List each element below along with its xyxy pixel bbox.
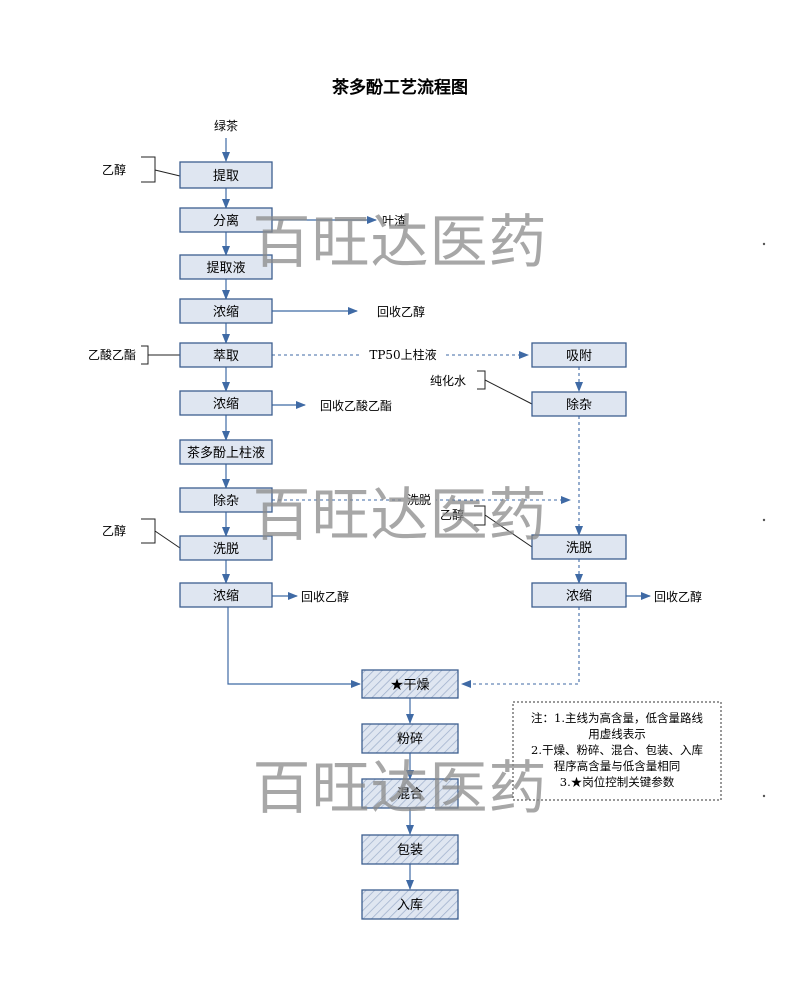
box-remove-impurity [179,487,273,513]
box-dry [361,669,459,699]
output-recover-ethyl-acetate: 回收乙酸乙酯 [320,398,392,413]
reagent-ethanol-side: 乙醇 [440,507,464,522]
main-connectors [222,138,651,890]
box-separate [179,207,273,233]
watermark-3: 百旺达医药 [252,754,547,822]
box-crush [361,723,459,754]
arrow-side-to-dry [461,607,580,688]
bracket-ethyl-acetate [141,345,180,365]
box-side-elute-label: 洗脱 [566,541,592,556]
box-concentrate-3-label: 浓缩 [213,588,239,604]
reagent-callouts [141,156,533,549]
box-extract-liquid [179,254,273,280]
margin-dot-2 [762,518,766,522]
elute-link-label-bg [402,493,436,507]
box-concentrate-2 [179,390,273,416]
side-path-boxes: 吸附 除杂 洗脱 浓缩 [531,342,627,608]
final-path-boxes: ★干燥 粉碎 混合 包装 入库 [361,669,459,920]
link-label-elute: 洗脱 [407,492,431,507]
box-mix-label: 混合 [397,787,423,802]
output-recover-ethanol-3: 回收乙醇 [654,589,702,604]
box-extract-liquid-label: 提取液 [206,260,245,276]
diagram-title: 茶多酚工艺流程图 [332,77,468,98]
bracket-purified-water [477,370,533,405]
input-green-tea: 绿茶 [214,118,238,133]
output-recover-ethanol-1: 回收乙醇 [377,304,425,319]
box-dry-label: ★干燥 [390,678,429,693]
note-line-4: 程序高含量与低含量相同 [554,759,681,773]
arrow-main-to-dry [227,607,361,688]
box-column-liquid-label: 茶多酚上柱液 [187,445,265,461]
watermark-2: 百旺达医药 [252,481,547,549]
margin-dot-3 [762,794,766,798]
note-line-5: 3.★岗位控制关键参数 [560,775,675,789]
watermarks: 百旺达医药 百旺达医药 百旺达医药 [252,208,547,822]
bracket-ethanol-2 [141,518,181,549]
box-separate-label: 分离 [213,213,239,229]
output-recover-ethanol-2: 回收乙醇 [301,589,349,604]
box-store [361,889,459,920]
note-box: 注：1.主线为高含量，低含量路线 用虚线表示 2.干燥、粉碎、混合、包装、入库 … [512,701,722,801]
reagent-ethanol-2: 乙醇 [102,523,126,538]
reagent-purified-water: 纯化水 [430,374,466,388]
link-label-bg [362,348,444,362]
box-adsorb-label: 吸附 [566,349,592,364]
note-line-2: 用虚线表示 [588,727,646,741]
box-elute-label: 洗脱 [213,542,239,557]
box-elute [179,535,273,561]
box-column-liquid [179,439,273,465]
box-concentrate-1 [179,298,273,324]
reagent-ethanol-1: 乙醇 [102,162,126,177]
note-line-3: 2.干燥、粉碎、混合、包装、入库 [531,743,703,757]
margin-dot-1 [762,242,766,246]
box-side-concentrate [531,582,627,608]
note-frame [512,701,722,801]
main-path-boxes: 提取 分离 提取液 浓缩 萃取 浓缩 茶多酚上柱液 除杂 洗脱 浓缩 [179,161,273,608]
margin-marks [762,242,766,798]
box-extract [179,161,273,189]
box-store-label: 入库 [397,897,423,913]
link-label-tp50: TP50上柱液 [369,347,436,362]
box-side-concentrate-label: 浓缩 [566,588,592,604]
box-mix [361,778,459,809]
box-concentrate-1-label: 浓缩 [213,304,239,320]
box-extraction-label: 萃取 [213,349,239,364]
box-extract-label: 提取 [213,168,239,184]
box-side-remove-impurity-label: 除杂 [566,398,592,413]
note-line-1: 注：1.主线为高含量，低含量路线 [531,711,703,725]
reagent-ethyl-acetate: 乙酸乙酯 [88,347,136,362]
box-pack [361,834,459,865]
box-side-elute [531,534,627,560]
watermark-1: 百旺达医药 [252,208,547,276]
box-remove-impurity-label: 除杂 [213,494,239,509]
box-concentrate-3 [179,582,273,608]
bracket-ethanol-side [474,505,533,548]
box-adsorb [531,342,627,368]
bracket-ethanol-1 [141,156,181,183]
free-labels: 绿茶 乙醇 乙酸乙酯 乙醇 纯化水 乙醇 叶渣 回收乙醇 回收乙酸乙酯 回收乙醇… [88,118,702,604]
box-pack-label: 包装 [397,843,423,858]
box-side-remove-impurity [531,391,627,417]
output-residue: 叶渣 [382,214,406,228]
box-extraction [179,342,273,368]
box-concentrate-2-label: 浓缩 [213,396,239,412]
box-crush-label: 粉碎 [397,732,423,747]
